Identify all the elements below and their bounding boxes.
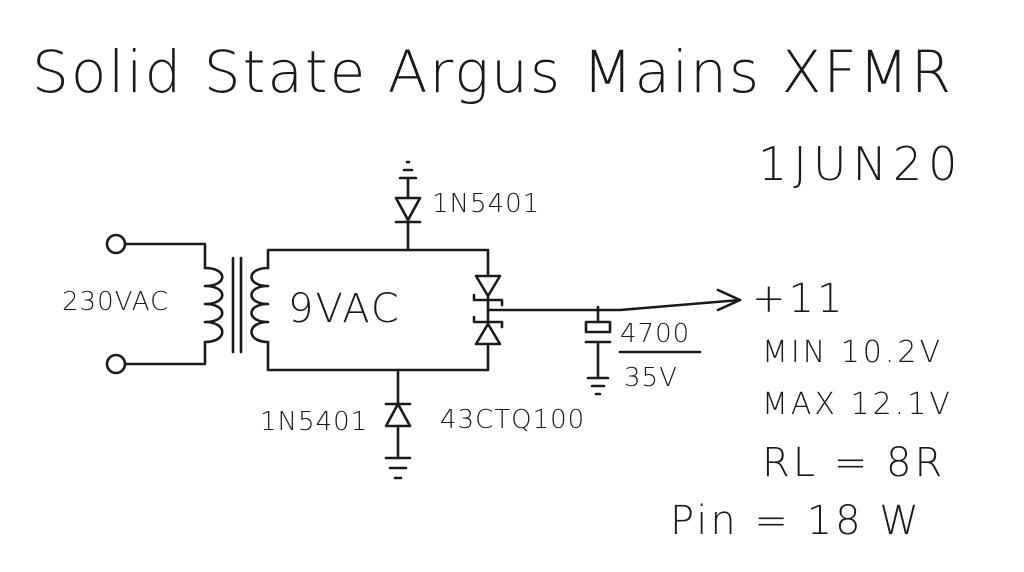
capacitor-voltage-label: 35V (624, 363, 678, 393)
spec-load-resistance: RL = 8R (762, 440, 945, 486)
output-voltage-label: +11 (752, 276, 845, 322)
spec-max-voltage: MAX 12.1V (762, 387, 953, 422)
mains-voltage-label: 230VAC (62, 287, 169, 317)
top-rail (266, 248, 490, 278)
secondary-voltage-label: 9VAC (288, 286, 401, 332)
primary-lead-bottom (123, 340, 207, 366)
input-terminal-top (105, 233, 127, 255)
diode-bottom-label: 1N5401 (260, 407, 368, 437)
primary-winding (203, 266, 224, 344)
diode-top-label: 1N5401 (432, 189, 540, 219)
primary-lead-top (123, 242, 207, 270)
schematic-title: Solid State Argus Mains XFMR (32, 38, 953, 106)
output-line (486, 298, 742, 312)
filter-capacitor (584, 305, 612, 396)
diode-top-1n5401 (394, 160, 422, 252)
output-arrow (716, 288, 742, 312)
diode-bottom-1n5401 (384, 368, 412, 480)
spec-min-voltage: MIN 10.2V (762, 335, 943, 370)
schematic-date: 1JUN20 (758, 137, 963, 191)
capacitor-value-label: 4700 (620, 319, 690, 349)
rectifier-label: 43CTQ100 (440, 405, 585, 435)
mains-input (105, 233, 207, 375)
input-terminal-bottom (105, 353, 127, 375)
spec-input-power: Pin = 18 W (670, 498, 922, 544)
bottom-rail (266, 340, 490, 372)
secondary-winding (250, 266, 270, 344)
transformer (203, 256, 270, 354)
